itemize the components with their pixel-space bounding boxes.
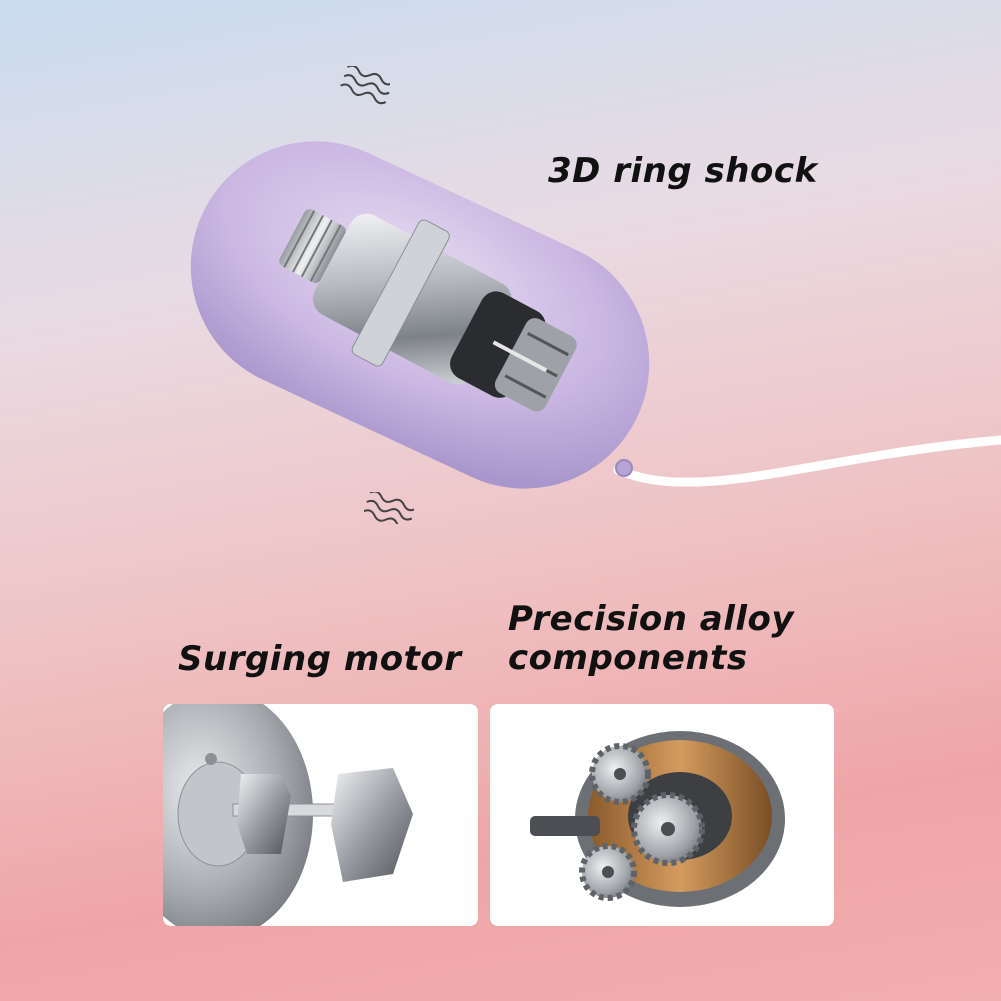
gear-photo-card [490, 704, 834, 926]
motor-photo-card [163, 704, 478, 926]
caption-surging-motor: Surging motor [178, 639, 462, 679]
caption-line: Precision alloy [508, 599, 795, 639]
cable-port [615, 459, 633, 477]
gear-motor-image [530, 731, 785, 907]
vibration-wave-icon [364, 492, 414, 524]
caption-line: components [508, 638, 748, 679]
cable [613, 435, 1001, 487]
caption-ring-shock: 3D ring shock [548, 151, 818, 191]
vibration-motor [279, 209, 577, 412]
vibration-wave-icon [340, 66, 390, 105]
caption-precision-alloy: Precision alloy components [508, 599, 795, 679]
eccentric-motor-image [163, 704, 413, 926]
